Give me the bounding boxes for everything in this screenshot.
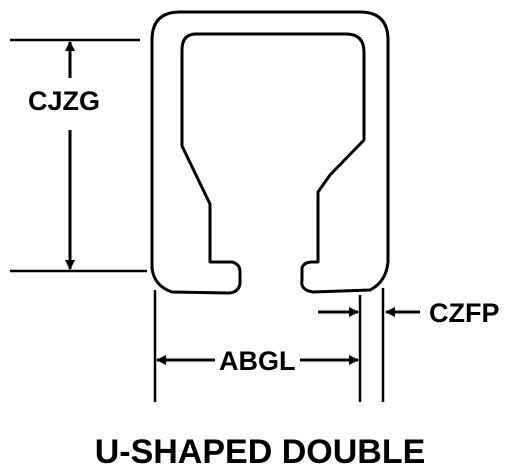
cjzg-label: CJZG [28,86,100,116]
diagram-caption: U-SHAPED DOUBLE [95,433,426,471]
profile-outer-outline [150,10,390,295]
abgl-label: ABGL [219,346,296,376]
czfp-label: CZFP [429,298,500,328]
